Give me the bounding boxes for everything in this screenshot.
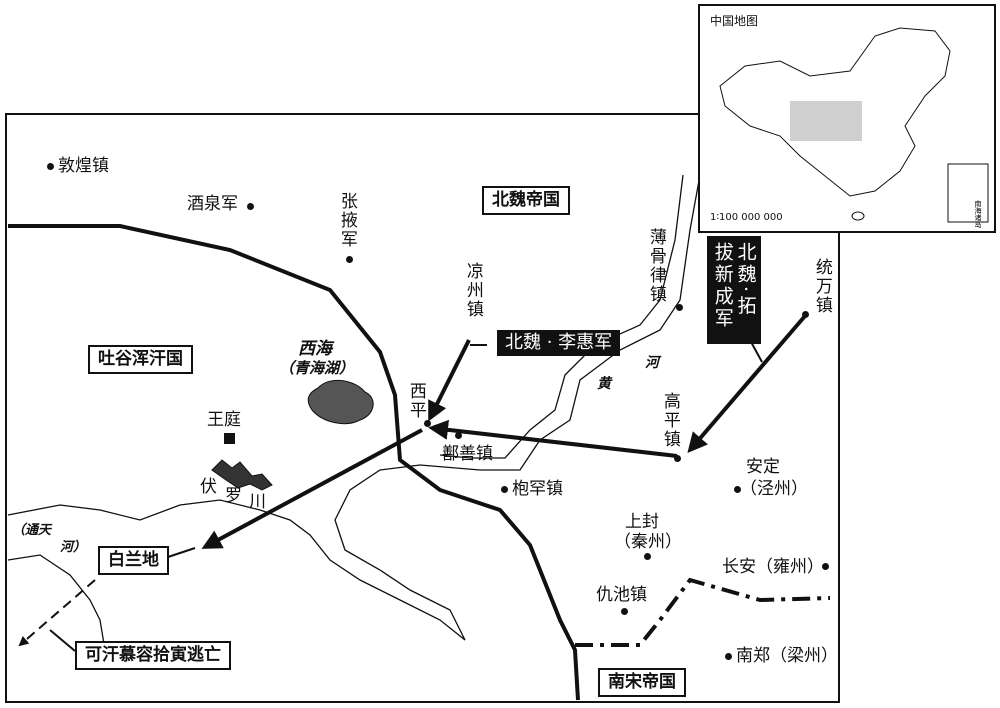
dot-gaoping	[674, 455, 681, 462]
place-nanzheng: 南郑（梁州）	[736, 646, 838, 666]
dot-xiping	[424, 420, 431, 427]
dot-jiuquan	[247, 203, 254, 210]
yellow-river-bank	[439, 174, 684, 459]
dot-changan	[822, 563, 829, 570]
hainan-island	[851, 211, 865, 221]
place-anding-sub: （泾州）	[740, 479, 808, 499]
dot-shangfeng	[644, 553, 651, 560]
highlight-region	[790, 101, 862, 141]
label-qinghaihu: （青海湖）	[279, 359, 355, 377]
dot-baohan	[501, 486, 508, 493]
label-pointer-escape	[49, 629, 76, 652]
place-anding: 安定	[746, 457, 780, 477]
arrow-gaoping-xiping	[428, 419, 678, 458]
place-liangzhou: 凉州镇	[462, 262, 483, 319]
arrow-escape	[18, 579, 96, 647]
wangting-marker	[224, 433, 235, 444]
tongtian-river	[7, 554, 106, 651]
army-tuoba: 北魏·拓拔新成军	[707, 236, 761, 344]
china-outline	[719, 27, 989, 223]
arrow-xiping-bailandi	[201, 428, 423, 549]
nanhai-inset-box	[947, 163, 989, 223]
dot-anding	[734, 486, 741, 493]
region-beiwei: 北魏帝国	[482, 186, 570, 215]
dot-tongwan	[802, 311, 809, 318]
region-tuyuhun: 吐谷浑汗国	[88, 345, 193, 374]
place-shanshan: 鄯善镇	[442, 444, 493, 464]
inset-china-map: 中国地图 南海诸岛 1∶100 000 000	[698, 4, 996, 233]
inset-title: 中国地图	[710, 14, 759, 28]
army-lihui: 北魏 · 李惠军	[497, 330, 621, 356]
qinghai-lake	[307, 379, 374, 425]
place-tongwan: 统万镇	[811, 258, 832, 315]
dot-dunhuang	[47, 163, 54, 170]
dot-nanzheng	[725, 653, 732, 660]
nanhai-label: 南海诸岛	[974, 200, 982, 228]
dot-zhangye	[346, 256, 353, 263]
place-changan: 长安（雍州）	[722, 557, 824, 577]
dot-chouchi	[621, 608, 628, 615]
border-tuyuhun	[8, 224, 580, 701]
place-xiping: 西平	[405, 382, 426, 420]
label-huanghe-1: 黄	[597, 376, 611, 392]
region-bailandi: 白兰地	[98, 546, 169, 575]
map-frame	[5, 113, 840, 703]
dot-shanshan	[455, 432, 462, 439]
place-shangfeng: 上封	[625, 512, 659, 532]
label-escape: 可汗慕容拾寅逃亡	[75, 641, 231, 670]
place-bogulv: 薄骨律镇	[645, 228, 666, 304]
fuluochuan-mountains	[211, 459, 273, 491]
place-fuluochuan-1: 伏	[200, 477, 217, 497]
inset-scale: 1∶100 000 000	[710, 212, 783, 223]
label-tongtian-2: 河）	[60, 540, 87, 555]
place-zhangye: 张掖军	[336, 192, 357, 249]
yellow-river	[7, 174, 701, 641]
place-baohan: 枹罕镇	[512, 479, 563, 499]
place-jiuquan: 酒泉军	[187, 194, 238, 214]
place-chouchi: 仇池镇	[596, 585, 647, 605]
place-dunhuang: 敦煌镇	[58, 156, 109, 176]
place-fuluochuan-2: 罗	[225, 486, 242, 506]
arrow-lihui	[428, 339, 471, 422]
label-xihai: 西海	[298, 339, 332, 359]
place-fuluochuan-3: 川	[249, 492, 266, 512]
place-gaoping: 高平镇	[659, 392, 680, 449]
place-wangting: 王庭	[207, 410, 241, 430]
dot-bogulv	[676, 304, 683, 311]
place-shangfeng-sub: （秦州）	[614, 532, 682, 552]
region-nansong: 南宋帝国	[598, 668, 686, 697]
arrow-tongwan-gaoping	[687, 314, 807, 454]
label-huanghe-2: 河	[645, 355, 659, 371]
border-nansong	[575, 577, 831, 647]
label-tongtian-1: （通天	[12, 523, 52, 538]
